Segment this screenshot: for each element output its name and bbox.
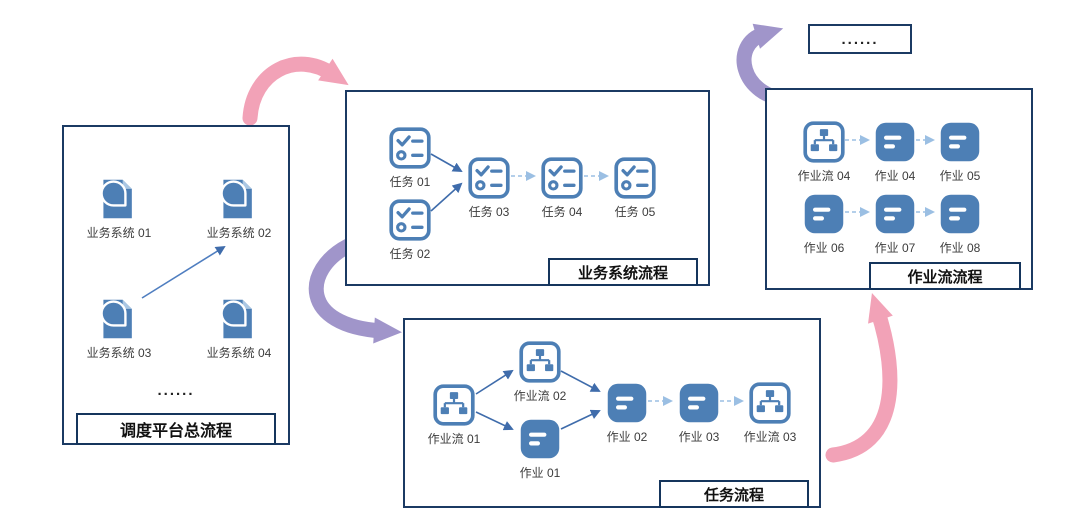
node-label: 业务系统 02 xyxy=(206,226,272,240)
node-label: 业务系统 04 xyxy=(206,346,272,360)
node-workflow-01: 作业流 01 xyxy=(414,383,494,447)
job-card-icon xyxy=(518,417,562,461)
node-label: 业务系统 03 xyxy=(86,346,152,360)
node-label: 作业流 01 xyxy=(427,432,481,446)
business-box: 任务 01 任务 02 任务 03 任务 04 任务 05 业务系统流程 xyxy=(345,90,710,286)
jobflow-box: 作业流 04 作业 04 作业 05 作业 06 作业 07 作业 08 作业流… xyxy=(765,88,1033,290)
node-label: 作业 05 xyxy=(939,169,981,183)
node-label: 作业流 04 xyxy=(797,169,851,183)
platform-box-title: 调度平台总流程 xyxy=(76,413,276,445)
node-label: 作业 06 xyxy=(803,241,845,255)
node-label: 作业 02 xyxy=(606,430,648,444)
sitemap-icon xyxy=(518,340,562,384)
job-card-icon xyxy=(605,381,649,425)
node-label: 业务系统 01 xyxy=(86,226,152,240)
node-label: 任务 04 xyxy=(541,205,583,219)
job-card-icon xyxy=(802,192,846,236)
node-label: 任务 01 xyxy=(389,175,431,189)
node-biz-system-03: 业务系统 03 xyxy=(79,297,159,361)
business-box-title: 业务系统流程 xyxy=(548,258,698,286)
node-job-07: 作业 07 xyxy=(855,192,935,256)
checklist-icon xyxy=(540,156,584,200)
node-label: 任务 05 xyxy=(614,205,656,219)
checklist-icon xyxy=(388,126,432,170)
task-box-title: 任务流程 xyxy=(659,480,809,508)
job-card-icon xyxy=(873,120,917,164)
platform-box: 业务系统 01 业务系统 02 业务系统 03 业务系统 04 ...... 调… xyxy=(62,125,290,445)
node-task-01: 任务 01 xyxy=(370,126,450,190)
node-job-02: 作业 02 xyxy=(587,381,667,445)
node-label: 作业 07 xyxy=(874,241,916,255)
node-biz-system-02: 业务系统 02 xyxy=(199,177,279,241)
node-task-05: 任务 05 xyxy=(595,156,675,220)
node-label: 作业流 03 xyxy=(743,430,797,444)
sitemap-icon xyxy=(432,383,476,427)
jobflow-box-title: 作业流流程 xyxy=(869,262,1021,290)
sitemap-icon xyxy=(802,120,846,164)
document-icon xyxy=(97,177,141,221)
node-label: 作业 08 xyxy=(939,241,981,255)
node-workflow-02: 作业流 02 xyxy=(500,340,580,404)
arrow-task-to-jobflow xyxy=(825,292,898,463)
node-job-01: 作业 01 xyxy=(500,417,580,481)
arrow-platform-to-business xyxy=(242,56,349,126)
node-task-03: 任务 03 xyxy=(449,156,529,220)
platform-ellipsis: ...... xyxy=(157,382,195,399)
node-workflow-03: 作业流 03 xyxy=(730,381,810,445)
node-label: 作业 04 xyxy=(874,169,916,183)
node-label: 任务 03 xyxy=(468,205,510,219)
node-biz-system-04: 业务系统 04 xyxy=(199,297,279,361)
checklist-icon xyxy=(467,156,511,200)
checklist-icon xyxy=(388,198,432,242)
node-label: 作业 03 xyxy=(678,430,720,444)
task-box: 作业流 01 作业流 02 作业 01 作业 02 作业 03 作业流 03 任… xyxy=(403,318,821,508)
job-card-icon xyxy=(677,381,721,425)
node-task-02: 任务 02 xyxy=(370,198,450,262)
node-job-05: 作业 05 xyxy=(920,120,1000,184)
node-job-06: 作业 06 xyxy=(784,192,864,256)
document-icon xyxy=(217,177,261,221)
node-job-04: 作业 04 xyxy=(855,120,935,184)
sitemap-icon xyxy=(748,381,792,425)
node-label: 作业 01 xyxy=(519,466,561,480)
job-card-icon xyxy=(938,120,982,164)
node-job-08: 作业 08 xyxy=(920,192,1000,256)
node-workflow-04: 作业流 04 xyxy=(784,120,864,184)
node-biz-system-01: 业务系统 01 xyxy=(79,177,159,241)
node-task-04: 任务 04 xyxy=(522,156,602,220)
job-card-icon xyxy=(938,192,982,236)
node-label: 作业流 02 xyxy=(513,389,567,403)
job-card-icon xyxy=(873,192,917,236)
document-icon xyxy=(217,297,261,341)
node-label: 任务 02 xyxy=(389,247,431,261)
document-icon xyxy=(97,297,141,341)
node-job-03: 作业 03 xyxy=(659,381,739,445)
more-workflows-box: ...... xyxy=(808,24,912,54)
checklist-icon xyxy=(613,156,657,200)
